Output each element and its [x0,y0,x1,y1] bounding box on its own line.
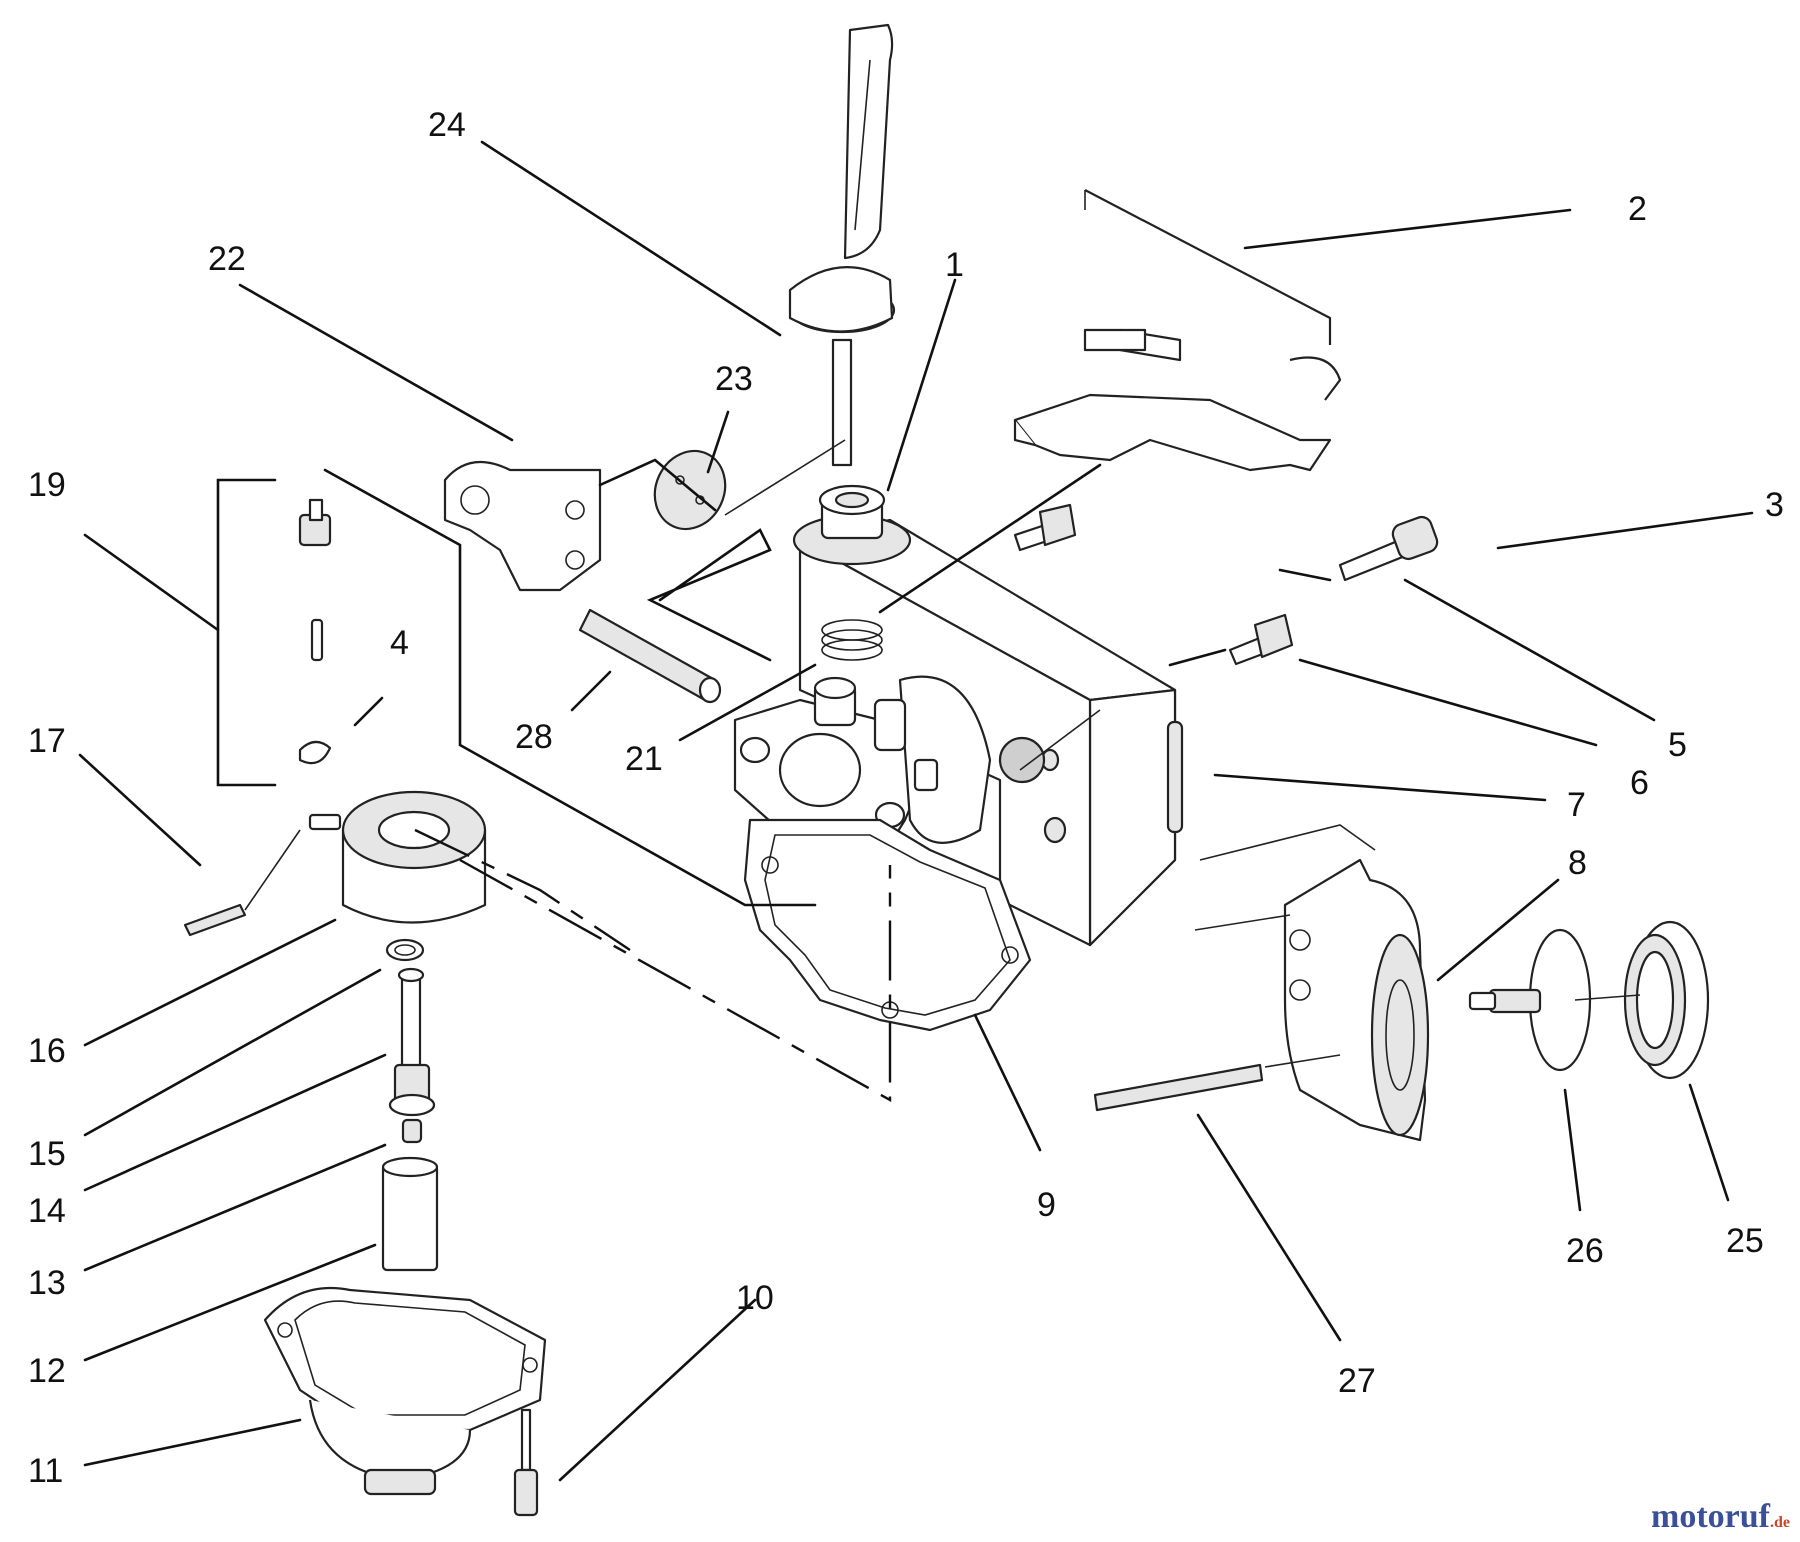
callout-13: 13 [28,1264,66,1302]
callout-21: 21 [625,740,663,778]
pin [578,608,722,704]
bowl-screw [513,1408,539,1517]
primer-assembly [1283,858,1430,1142]
float-pin [183,903,247,937]
callout-9: 9 [1037,1186,1056,1224]
bolt [1228,613,1294,666]
choke-rod [1084,189,1332,345]
callout-4: 4 [390,624,409,662]
o-ring [385,938,425,962]
callout-labels: 1 2 3 4 5 6 7 8 9 10 11 12 13 14 15 16 1… [28,106,1784,1490]
callout-26: 26 [1566,1232,1604,1270]
assembly-lines [244,439,1641,1103]
watermark-name: motoruf [1651,1498,1770,1535]
callout-10: 10 [736,1279,774,1317]
primer-bulb [1623,920,1710,1080]
leader-lines [78,140,1754,1482]
float [308,790,487,924]
callout-8: 8 [1568,844,1587,882]
emulsion-tube [388,967,436,1117]
spring-clip-bolt [1013,503,1077,552]
callout-17: 17 [28,722,66,760]
callout-1: 1 [945,246,964,284]
callout-28: 28 [515,718,553,756]
callout-16: 16 [28,1032,66,1070]
callout-23: 23 [715,360,753,398]
bracket [1013,328,1342,472]
main-nozzle [381,1156,439,1272]
callout-5: 5 [1668,726,1687,764]
kit-19-bracket [216,478,277,787]
throttle-lever [788,23,896,467]
gasket [743,818,1032,1032]
callout-14: 14 [28,1192,66,1230]
callout-3: 3 [1765,486,1784,524]
callout-27: 27 [1338,1362,1376,1400]
vent-tube [1093,1063,1264,1112]
choke-plate-bracket [443,460,602,592]
throttle-gear [792,484,912,566]
callout-19: 19 [28,466,66,504]
watermark-logo: motoruf.de [1651,1498,1790,1536]
primer-base [1468,928,1592,1072]
screw [1338,515,1439,582]
watermark-suffix: .de [1770,1514,1790,1531]
callout-2: 2 [1628,190,1647,228]
callout-12: 12 [28,1352,66,1390]
callout-11: 11 [28,1452,63,1490]
callout-22: 22 [208,240,246,278]
callout-24: 24 [428,106,466,144]
callout-15: 15 [28,1135,66,1173]
needle-valve-kit [298,498,332,765]
callout-6: 6 [1630,764,1649,802]
float-bowl [263,1286,547,1496]
jet [401,1118,423,1144]
callout-7: 7 [1567,786,1586,824]
spring [821,619,883,661]
callout-25: 25 [1726,1222,1764,1260]
